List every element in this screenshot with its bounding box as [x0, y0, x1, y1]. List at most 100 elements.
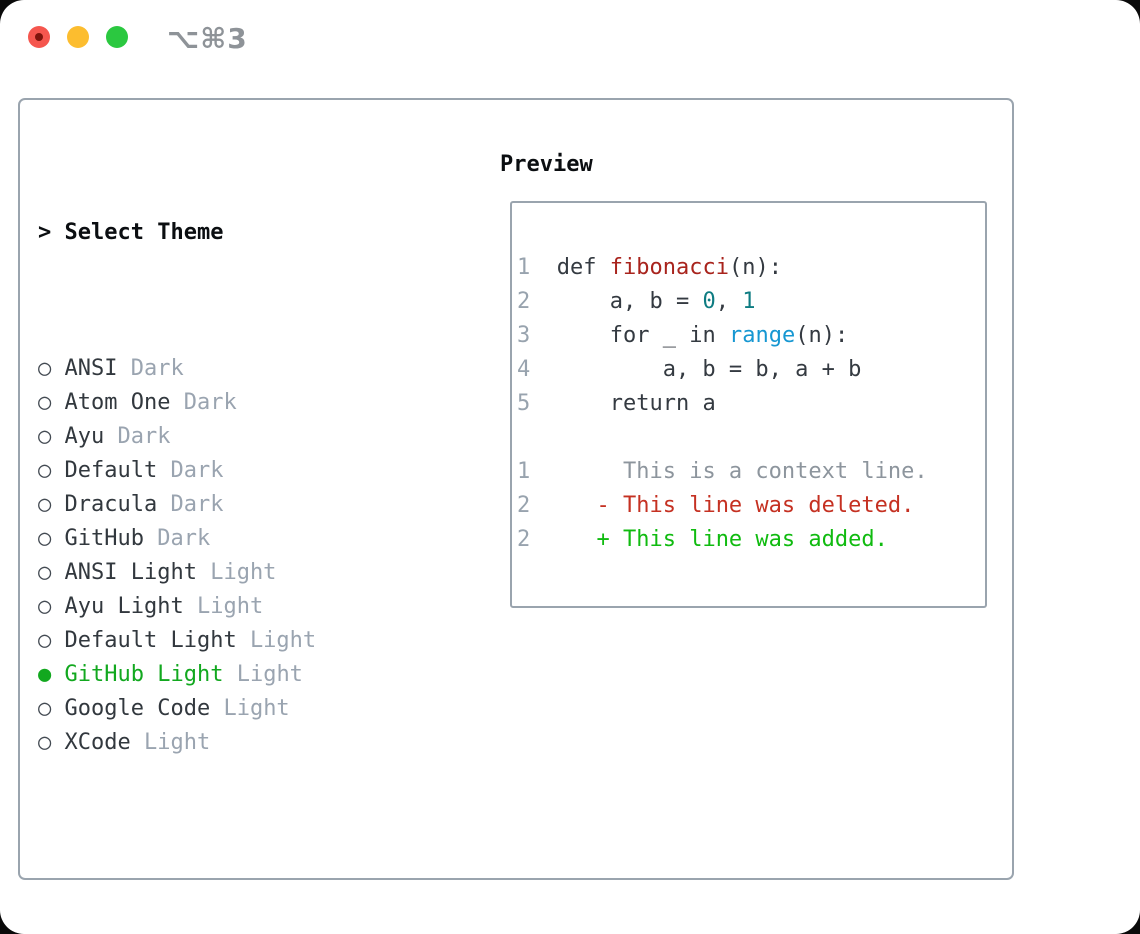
code-segment-added: + This line was added. [596, 527, 888, 552]
theme-variant-badge: Light [143, 730, 211, 755]
code-segment-plain: (n): [728, 255, 782, 280]
theme-option-label: XCode [64, 730, 131, 755]
radio-unselected-icon: ○ [38, 628, 52, 653]
code-line-4: 4 a, b = b, a + b [517, 353, 985, 387]
theme-option-label: GitHub [64, 526, 144, 551]
radio-unselected-icon: ○ [38, 560, 52, 585]
theme-option-github-light[interactable]: ● GitHub Light Light [38, 658, 409, 692]
close-indicator-dot [35, 33, 43, 41]
theme-variant-badge: Dark [170, 458, 224, 483]
code-segment-plain [530, 493, 596, 518]
code-line-1: 1 def fibonacci(n): [517, 251, 985, 285]
code-line-5: 5 return a [517, 387, 985, 421]
code-segment-plain [597, 255, 610, 280]
theme-variant-badge: Dark [157, 526, 211, 551]
theme-option-label: ANSI [64, 356, 118, 381]
theme-variant-badge: Dark [130, 356, 184, 381]
radio-unselected-icon: ○ [38, 356, 52, 381]
theme-option-google-code[interactable]: ○ Google Code Light [38, 692, 409, 726]
theme-option-ansi[interactable]: ○ ANSI Dark [38, 352, 409, 386]
selection-caret: > [38, 220, 52, 245]
code-segment-plain: _ [649, 323, 690, 348]
code-segment-context: This is a context line. [622, 459, 928, 484]
code-line-9: 2 + This line was added. [517, 523, 985, 557]
theme-option-label: Default [64, 458, 158, 483]
code-segment-linenum: 3 [517, 323, 531, 348]
code-segment-linenum: 4 [517, 357, 531, 382]
theme-option-ayu[interactable]: ○ Ayu Dark [38, 420, 409, 454]
titlebar: ⌥⌘3 [0, 0, 1140, 75]
code-segment-plain [716, 323, 729, 348]
radio-unselected-icon: ○ [38, 526, 52, 551]
theme-option-label: Ayu [64, 424, 105, 449]
theme-option-dracula[interactable]: ○ Dracula Dark [38, 488, 409, 522]
code-segment-plain: a [689, 391, 716, 416]
code-line-2: 2 a, b = 0, 1 [517, 285, 985, 319]
code-line-3: 3 for _ in range(n): [517, 319, 985, 353]
code-line-7: 1 This is a context line. [517, 455, 985, 489]
theme-variant-badge: Dark [183, 390, 237, 415]
theme-variant-badge: Light [236, 662, 303, 687]
theme-option-github[interactable]: ○ GitHub Dark [38, 522, 409, 556]
window-shortcut-label: ⌥⌘3 [167, 22, 248, 55]
code-segment-number: 1 [742, 289, 756, 314]
theme-option-default-light[interactable]: ○ Default Light Light [38, 624, 409, 658]
code-segment-plain: , [715, 289, 743, 314]
code-segment-linenum: 1 [517, 459, 531, 484]
theme-option-default[interactable]: ○ Default Dark [38, 454, 409, 488]
code-segment-linenum: 1 [517, 255, 531, 280]
theme-variant-badge: Dark [170, 492, 224, 517]
spacer [38, 862, 409, 896]
theme-variant-badge: Light [223, 696, 290, 721]
code-segment-plain: a, b = b, a + b [530, 357, 862, 382]
theme-picker-panel: > Select Theme ○ ANSI Dark○ Atom One Dar… [18, 98, 1014, 880]
minimize-button[interactable] [67, 26, 89, 48]
select-theme-header: > Select Theme [38, 216, 409, 250]
radio-selected-icon: ● [38, 662, 52, 687]
theme-option-xcode[interactable]: ○ XCode Light [38, 726, 409, 760]
preview-title: Preview [500, 152, 593, 177]
radio-unselected-icon: ○ [38, 458, 52, 483]
code-segment-plain [530, 255, 557, 280]
code-segment-linenum: 2 [517, 289, 531, 314]
theme-variant-badge: Light [210, 560, 277, 585]
radio-unselected-icon: ○ [38, 696, 52, 721]
theme-option-label: Default Light [64, 628, 237, 653]
code-segment-plain [530, 391, 609, 416]
code-blank-line [517, 421, 985, 455]
code-segment-keyword: def [556, 255, 597, 280]
theme-option-ayu-light[interactable]: ○ Ayu Light Light [38, 590, 409, 624]
radio-unselected-icon: ○ [38, 594, 52, 619]
theme-option-label: Ayu Light [64, 594, 184, 619]
select-theme-title: Select Theme [64, 220, 224, 245]
code-segment-plain [530, 323, 609, 348]
theme-option-label: Atom One [64, 390, 171, 415]
theme-option-atom-one[interactable]: ○ Atom One Dark [38, 386, 409, 420]
close-button[interactable] [28, 26, 50, 48]
zoom-button[interactable] [106, 26, 128, 48]
code-segment-function: fibonacci [609, 255, 729, 280]
code-segment-plain: a, b = [530, 289, 703, 314]
code-segment-linenum: 2 [517, 527, 531, 552]
radio-unselected-icon: ○ [38, 730, 52, 755]
radio-unselected-icon: ○ [38, 390, 52, 415]
theme-option-label: GitHub Light [64, 662, 224, 687]
code-segment-plain [530, 527, 596, 552]
theme-variant-badge: Light [249, 628, 317, 653]
code-segment-keyword: in [689, 323, 716, 348]
code-segment-linenum: 2 [517, 493, 531, 518]
traffic-lights [28, 26, 128, 48]
code-segment-deleted: - This line was deleted. [596, 493, 915, 518]
theme-variant-badge: Light [196, 594, 264, 619]
code-segment-linenum: 5 [517, 391, 531, 416]
code-segment-plain [530, 459, 623, 484]
code-segment-keyword: for [609, 323, 650, 348]
theme-option-label: Google Code [64, 696, 211, 721]
theme-option-label: ANSI Light [64, 560, 197, 585]
theme-option-ansi-light[interactable]: ○ ANSI Light Light [38, 556, 409, 590]
theme-options: ○ ANSI Dark○ Atom One Dark○ Ayu Dark○ De… [38, 352, 409, 760]
theme-list-column: > Select Theme ○ ANSI Dark○ Atom One Dar… [38, 148, 409, 934]
